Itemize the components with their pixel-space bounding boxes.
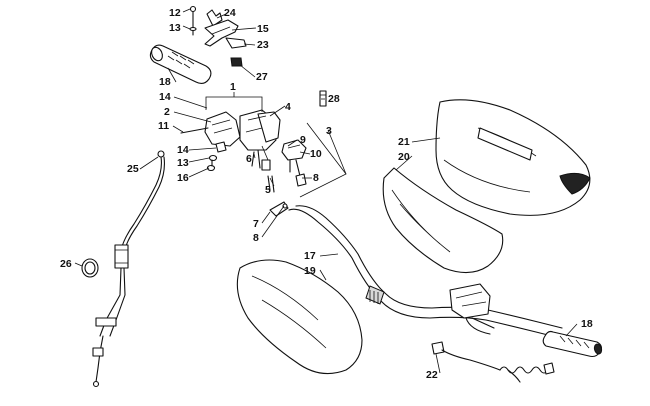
callout-6: 6 (246, 153, 252, 165)
callout-22: 22 (426, 369, 438, 381)
callout-1: 1 (230, 81, 236, 93)
callout-16: 16 (177, 172, 189, 184)
callout-14-top: 14 (159, 91, 171, 103)
callout-9: 9 (300, 134, 306, 146)
callout-17: 17 (304, 250, 316, 262)
callout-25: 25 (127, 163, 139, 175)
callout-24: 24 (224, 7, 236, 19)
callout-11: 11 (158, 120, 169, 132)
callout-8-right: 8 (313, 172, 319, 184)
callout-20: 20 (398, 151, 410, 163)
callout-3: 3 (326, 125, 332, 137)
left-grip (149, 44, 212, 85)
callout-23: 23 (257, 39, 269, 51)
handlebar-pad-cover (435, 99, 591, 216)
callout-12: 12 (169, 7, 181, 19)
throttle-cable (81, 150, 165, 388)
callout-14-bottom: 14 (177, 144, 189, 156)
leader-lines (74, 8, 578, 374)
crossbar-pad (382, 167, 504, 274)
callout-18-right: 18 (581, 318, 593, 330)
kill-switch (267, 139, 307, 217)
callout-27: 27 (256, 71, 268, 83)
callout-19: 19 (304, 265, 316, 277)
throttle-housing (180, 109, 281, 171)
callout-10: 10 (310, 148, 322, 160)
callout-15: 15 (257, 23, 269, 35)
handlebar (288, 205, 563, 339)
callout-21: 21 (398, 136, 410, 148)
small-hardware (206, 90, 327, 172)
callout-labels: 12 13 24 15 23 27 18 1 14 2 11 4 28 3 9 … (60, 7, 593, 381)
callout-4: 4 (285, 101, 291, 113)
right-grip (542, 330, 603, 358)
callout-13-top: 13 (169, 22, 181, 34)
callout-26: 26 (60, 258, 72, 270)
heater-wire-harness (431, 341, 555, 383)
callout-2: 2 (164, 106, 170, 118)
callout-28: 28 (328, 93, 340, 105)
callout-8-left: 8 (253, 232, 259, 244)
callout-5: 5 (265, 184, 271, 196)
handlebar-pad (236, 259, 363, 375)
throttle-lever-assembly (189, 5, 247, 67)
callout-18-top: 18 (159, 76, 171, 88)
callout-13-bottom: 13 (177, 157, 189, 169)
callout-7: 7 (253, 218, 259, 230)
